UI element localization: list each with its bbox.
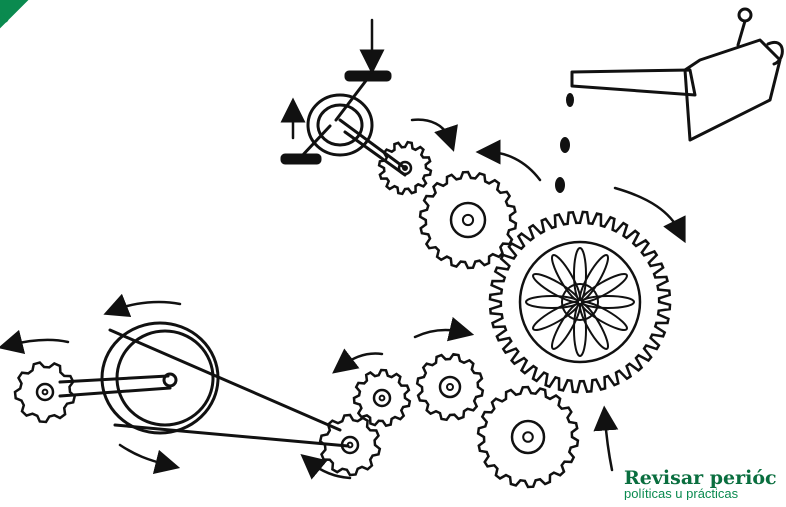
- caption-title: Revisar perióc: [624, 468, 786, 488]
- gears-group: [15, 142, 670, 487]
- caption: Revisar perióc políticas u prácticas: [624, 468, 786, 500]
- large-flower-gear: [490, 212, 670, 392]
- gear-mid-2: [417, 354, 483, 420]
- chain-pulley: [60, 323, 348, 446]
- corner-ribbon: NACIÓN EN LA EMPRE g: [0, 0, 170, 160]
- oil-drops: [555, 93, 574, 193]
- gear-left: [15, 363, 75, 423]
- caption-subtitle: políticas u prácticas: [624, 488, 786, 500]
- medium-gear-top: [420, 172, 516, 268]
- gear-bottom-right: [478, 387, 578, 487]
- oil-can: [572, 9, 782, 140]
- ribbon-label: NACIÓN EN LA EMPRE: [0, 0, 170, 152]
